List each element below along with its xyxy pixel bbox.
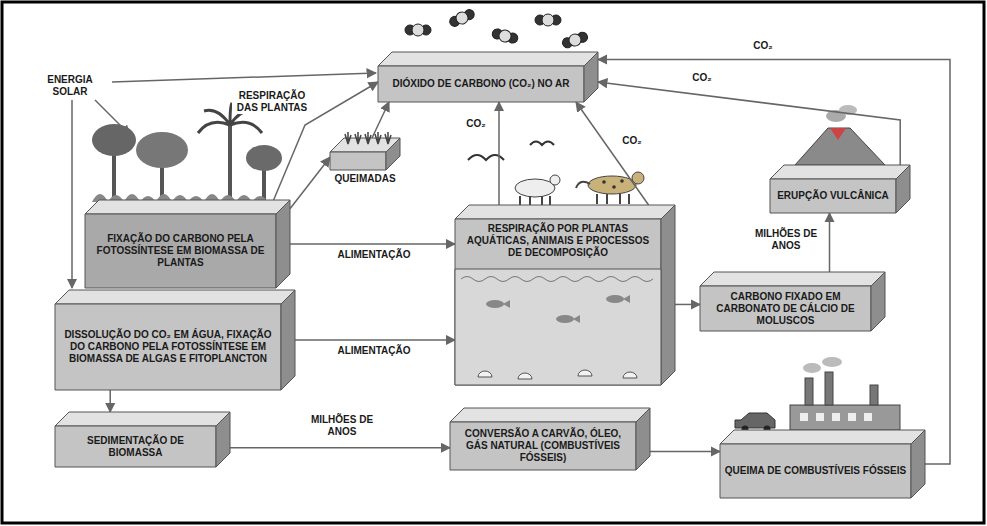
block-shape [770,165,910,213]
process-block: DIÓXIDO DE CARBONO (CO₂) NO AR [378,52,598,102]
flow-arrow [290,157,330,209]
animals [468,142,644,206]
flow-arrow [230,447,450,449]
flow-arrow [650,451,720,453]
process-block: SEDIMENTAÇÃO DE BIOMASSA [55,412,230,467]
factory [735,357,900,433]
block-text: FIXAÇÃO DO CARBONO PELA FOTOSSÍNTESE EM … [89,233,272,269]
volcano [795,105,885,165]
flow-arrow [675,304,700,306]
flow-arrow [829,213,831,272]
process-block: QUEIMA DE COMBUSTÍVEIS FÓSSEIS [720,430,925,498]
arrow-label: CO₂ [689,72,715,84]
block-text: QUEIMADAS [310,173,420,185]
flow-arrow [290,243,455,245]
arrow-label: MILHÕES DE ANOS [752,228,820,252]
flow-arrow [498,102,500,205]
arrow-label: RESPIRAÇÃO DAS PLANTAS [232,90,312,114]
energy-label: ENERGIA SOLAR [28,74,112,98]
arrow-label: CO₂ [462,118,490,130]
flow-arrow [109,390,111,412]
block-shape [378,52,598,102]
block-text: RESPIRAÇÃO POR PLANTAS AQUÁTICAS, ANIMAI… [459,223,657,259]
block-shape [720,430,925,498]
flow-arrow [372,102,389,138]
block-text: ERUPÇÃO VULCÂNICA [774,190,892,202]
trees [92,103,282,202]
arrow-label: CO₂ [618,135,646,147]
flow-arrow [598,82,900,165]
arrow-label: ALIMENTAÇÃO [332,345,416,357]
process-block: FIXAÇÃO DO CARBONO PELA FOTOSSÍNTESE EM … [85,200,290,288]
process-block: ERUPÇÃO VULCÂNICA [770,165,910,213]
process-block: CARBONO FIXADO EM CARBONATO DE CÁLCIO DE… [700,272,885,331]
block-text: CONVERSÃO A CARVÃO, ÓLEO, GÁS NATURAL (C… [454,428,632,464]
solar-energy-arrows [72,73,376,288]
block-text: DIÓXIDO DE CARBONO (CO₂) NO AR [382,78,580,90]
co2-molecules [405,7,589,50]
flow-arrow [295,339,455,341]
process-block: DISSOLUÇÃO DO CO₂ EM ÁGUA, FIXAÇÃO DO CA… [55,290,295,390]
process-block: QUEIMADAS [330,138,400,170]
block-text: QUEIMA DE COMBUSTÍVEIS FÓSSEIS [724,465,907,477]
block-text: CARBONO FIXADO EM CARBONATO DE CÁLCIO DE… [704,291,867,327]
block-text: DISSOLUÇÃO DO CO₂ EM ÁGUA, FIXAÇÃO DO CA… [59,329,277,365]
arrow-label: MILHÕES DE ANOS [305,414,379,438]
process-block: CONVERSÃO A CARVÃO, ÓLEO, GÁS NATURAL (C… [450,408,650,470]
arrow-label: ALIMENTAÇÃO [332,249,416,261]
flow-arrow [576,102,649,205]
arrow-label: CO₂ [750,40,776,52]
block-text: SEDIMENTAÇÃO DE BIOMASSA [59,435,212,459]
block-shape [330,138,400,170]
process-block: RESPIRAÇÃO POR PLANTAS AQUÁTICAS, ANIMAI… [455,205,675,385]
